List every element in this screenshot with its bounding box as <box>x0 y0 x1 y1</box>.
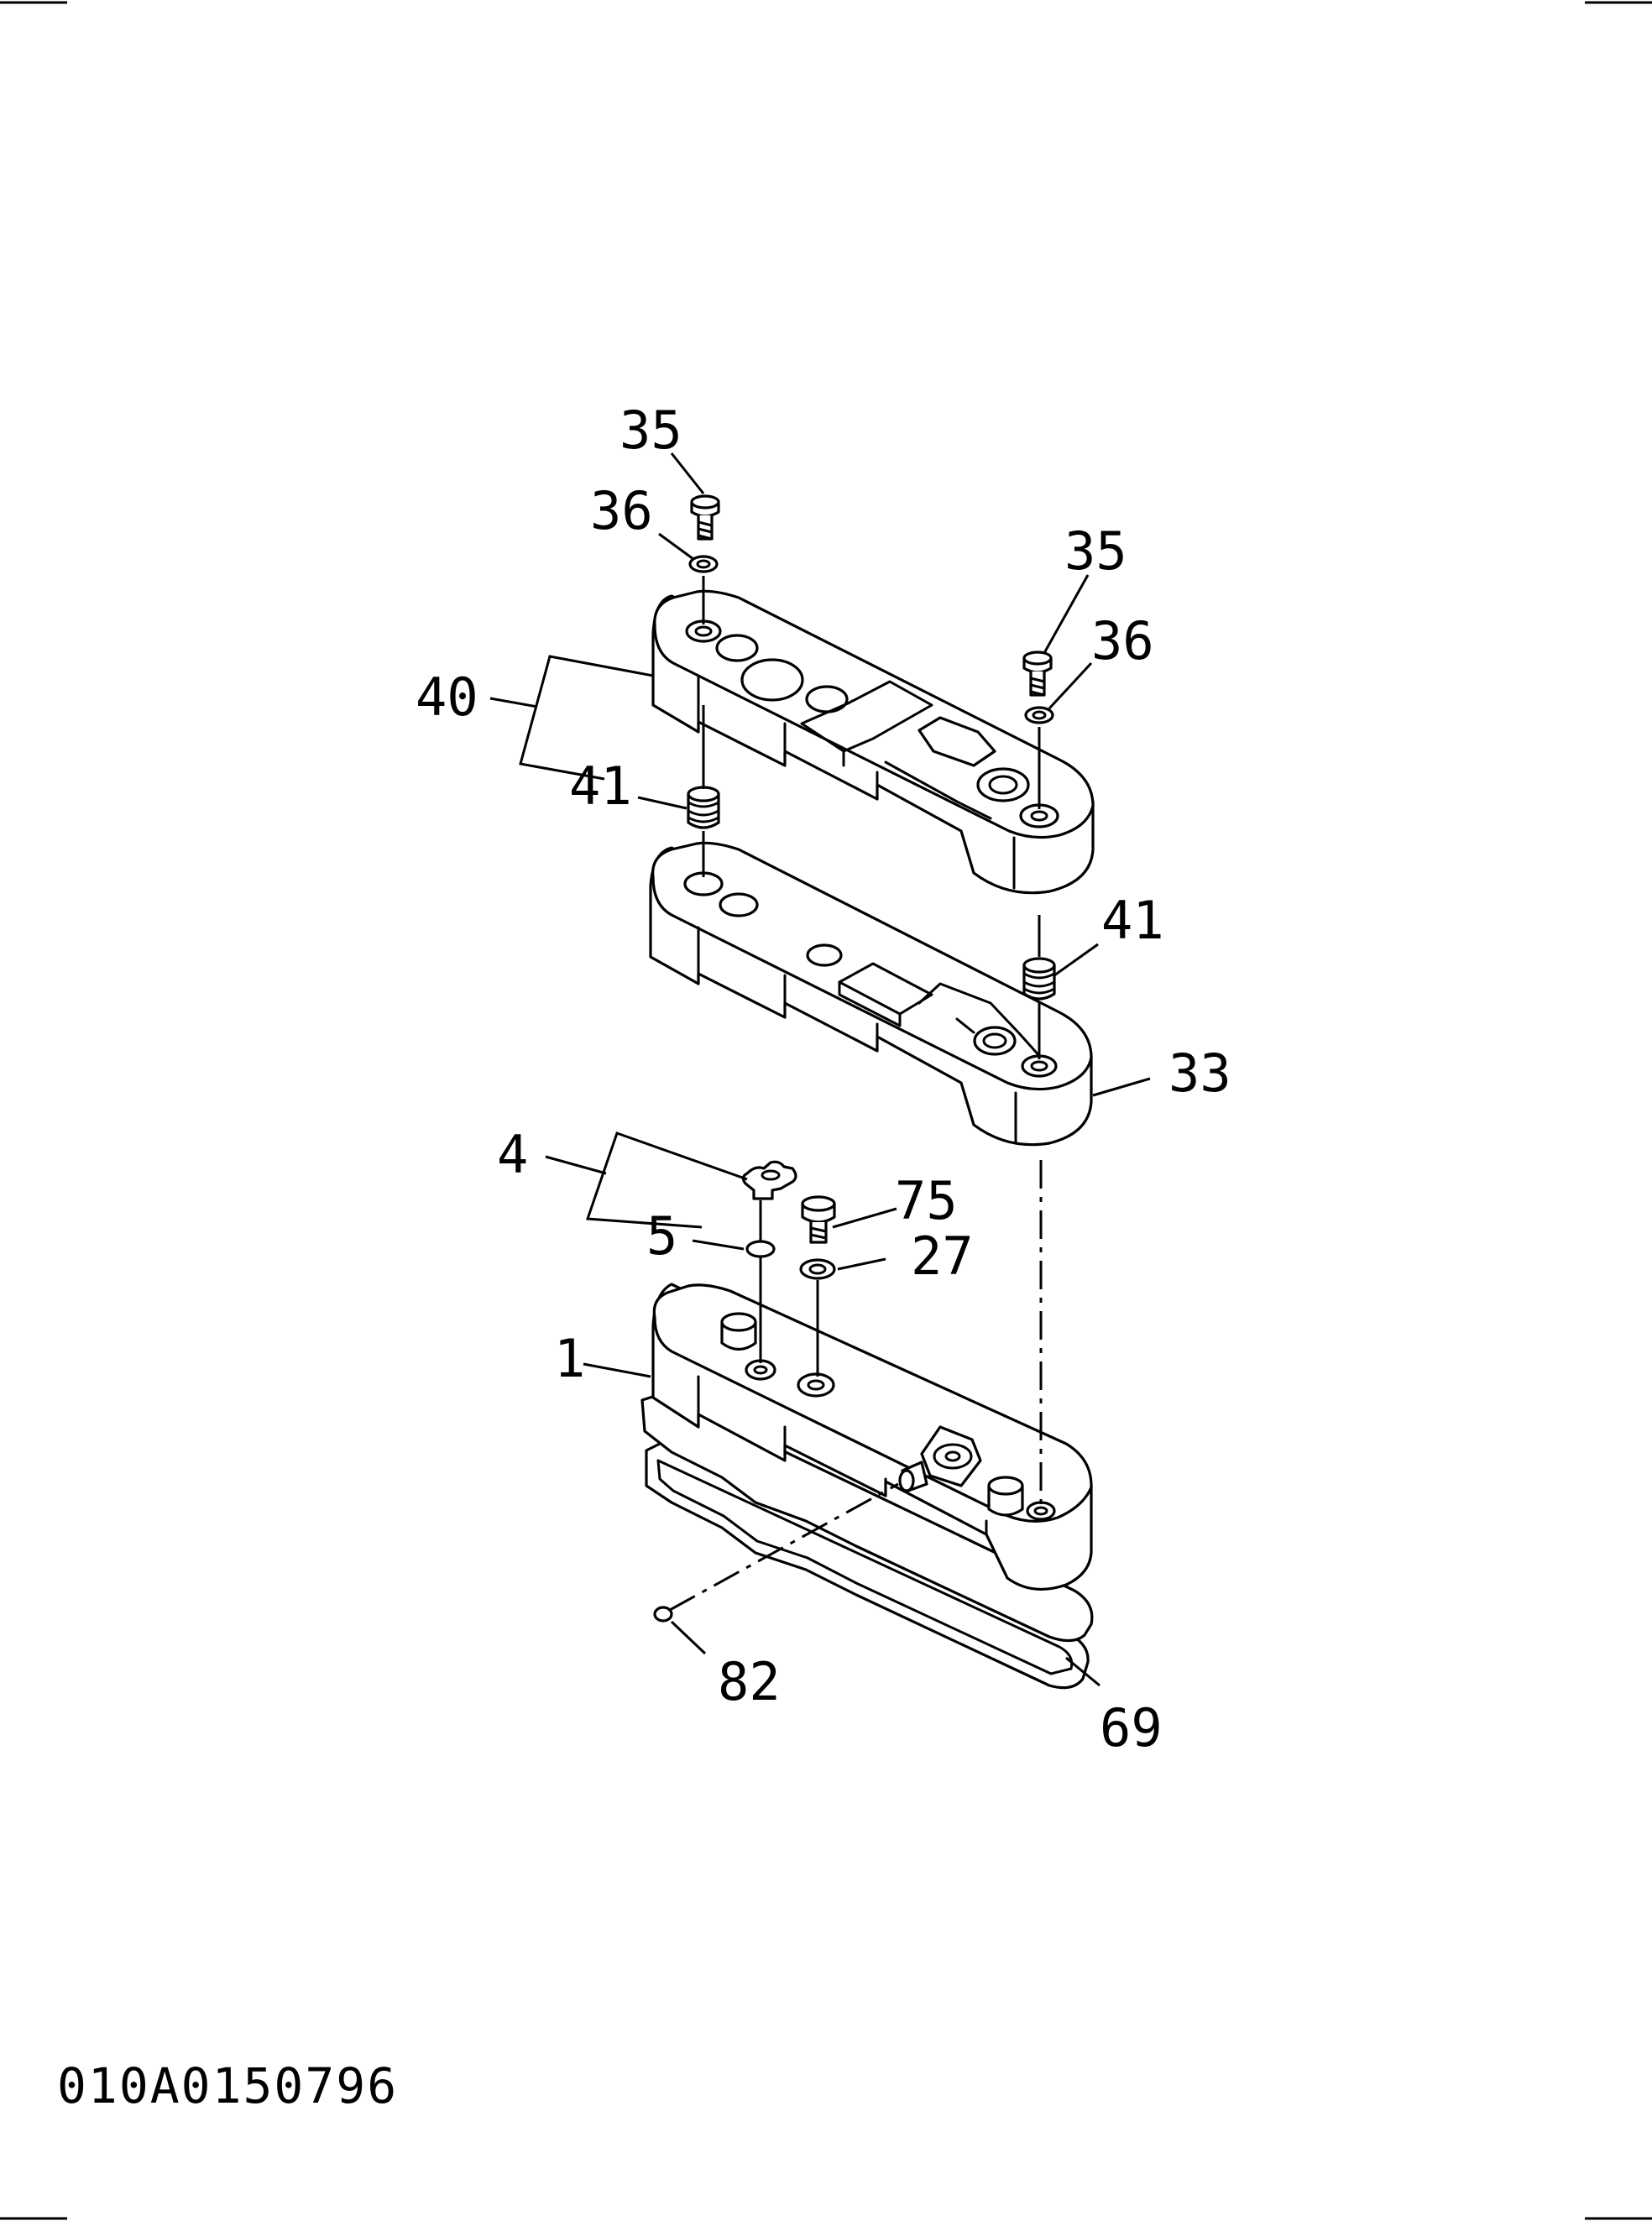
part-5-o-ring <box>745 1240 776 1258</box>
callout-27: 27 <box>911 1225 974 1287</box>
part-41-grommet-right <box>1022 957 1056 1001</box>
part-75-bolt <box>801 1195 836 1244</box>
part-41-grommet-left <box>687 786 720 829</box>
leader-lines <box>489 452 1151 1687</box>
part-40-cover <box>651 589 1095 895</box>
part-33-cover <box>649 841 1093 1147</box>
part-82-rubber <box>653 1606 673 1623</box>
callout-69: 69 <box>1100 1697 1163 1759</box>
part-36-washer-right <box>1024 706 1054 724</box>
callout-82: 82 <box>718 1651 781 1712</box>
callout-labels: 35 36 35 36 40 41 41 33 4 5 75 27 1 82 6… <box>416 400 1231 1759</box>
assembly-axes <box>702 576 1043 1504</box>
part-36-washer-left <box>688 555 719 573</box>
callout-41-left: 41 <box>569 755 632 817</box>
callout-35-right: 35 <box>1064 520 1127 582</box>
callout-40: 40 <box>416 666 478 728</box>
callout-5: 5 <box>646 1205 677 1267</box>
callout-75: 75 <box>895 1170 958 1231</box>
part-1-rocker-cover <box>640 1283 1094 1643</box>
callout-41-right: 41 <box>1101 890 1164 951</box>
part-35-bolt-left <box>690 494 720 541</box>
callout-35-left: 35 <box>620 400 682 461</box>
part-4-cap <box>741 1160 797 1200</box>
part-27-washer <box>799 1258 836 1280</box>
callout-1: 1 <box>554 1328 585 1389</box>
callout-36-left: 36 <box>590 480 653 541</box>
callout-36-right: 36 <box>1091 610 1154 672</box>
callout-4: 4 <box>497 1124 528 1185</box>
part-35-bolt-right <box>1022 651 1053 697</box>
drawing-number: 010A0150796 <box>57 2057 398 2114</box>
callout-33: 33 <box>1168 1043 1231 1104</box>
axis-82 <box>669 1482 899 1612</box>
